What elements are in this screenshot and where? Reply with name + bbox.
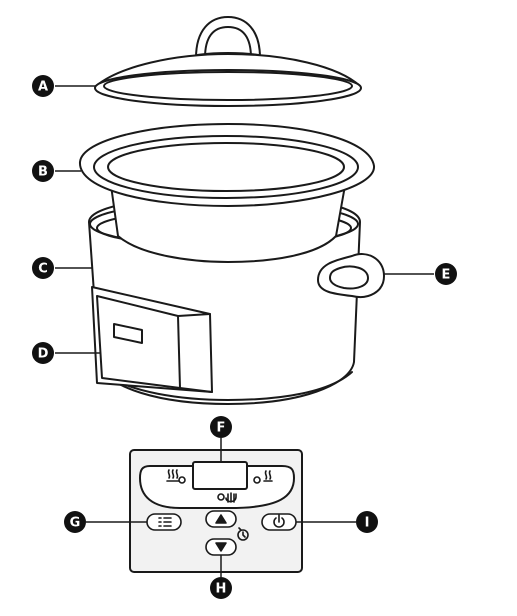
stoneware-bowl xyxy=(78,123,376,263)
menu-button[interactable] xyxy=(146,513,182,531)
control-frame-depth xyxy=(177,313,213,393)
handle-outer xyxy=(317,253,385,298)
keep-warm-icon xyxy=(225,492,237,503)
control-window xyxy=(113,323,143,344)
callout-b-label: B xyxy=(38,165,48,180)
heat-low-icon xyxy=(263,470,273,482)
callout-f: F xyxy=(210,416,232,438)
callout-a: A xyxy=(32,75,54,97)
panel-display xyxy=(192,461,248,490)
leader-lines xyxy=(55,85,434,577)
callout-h: H xyxy=(210,577,232,599)
callout-c: C xyxy=(32,257,54,279)
power-button[interactable] xyxy=(261,513,297,531)
arrow-up-icon xyxy=(215,514,227,524)
handle-inner xyxy=(329,265,369,290)
heat-high-icon xyxy=(166,469,180,482)
heat-high-indicator xyxy=(178,476,186,484)
keep-warm-indicator xyxy=(217,493,225,501)
glass-lid xyxy=(94,16,362,107)
callout-e-label: E xyxy=(442,268,451,283)
side-handle xyxy=(317,253,385,298)
bowl-opening xyxy=(107,142,345,192)
base-bottom-line xyxy=(103,371,353,401)
callout-b: B xyxy=(32,160,54,182)
arrow-down-icon xyxy=(215,542,227,552)
callout-i: I xyxy=(356,511,378,533)
lid-knob xyxy=(195,16,261,59)
callout-i-label: I xyxy=(365,516,370,531)
timer-icon xyxy=(237,527,249,541)
power-icon xyxy=(273,514,285,528)
callout-g: G xyxy=(64,511,86,533)
control-housing xyxy=(91,286,213,393)
callout-g-label: G xyxy=(70,516,81,531)
callout-c-label: C xyxy=(38,262,48,277)
callout-e: E xyxy=(435,263,457,285)
lid-rim-inner xyxy=(103,71,353,101)
up-button[interactable] xyxy=(205,510,237,528)
heat-low-indicator xyxy=(253,476,261,484)
bowl-inner-rim xyxy=(93,135,359,199)
callout-h-label: H xyxy=(216,582,227,597)
callout-a-label: A xyxy=(38,80,48,95)
down-button[interactable] xyxy=(205,538,237,556)
callout-d-label: D xyxy=(38,347,49,362)
callout-f-label: F xyxy=(217,421,226,436)
callout-d: D xyxy=(32,342,54,364)
menu-icon xyxy=(158,517,172,527)
callouts: A B C D E F G H xyxy=(32,75,457,599)
